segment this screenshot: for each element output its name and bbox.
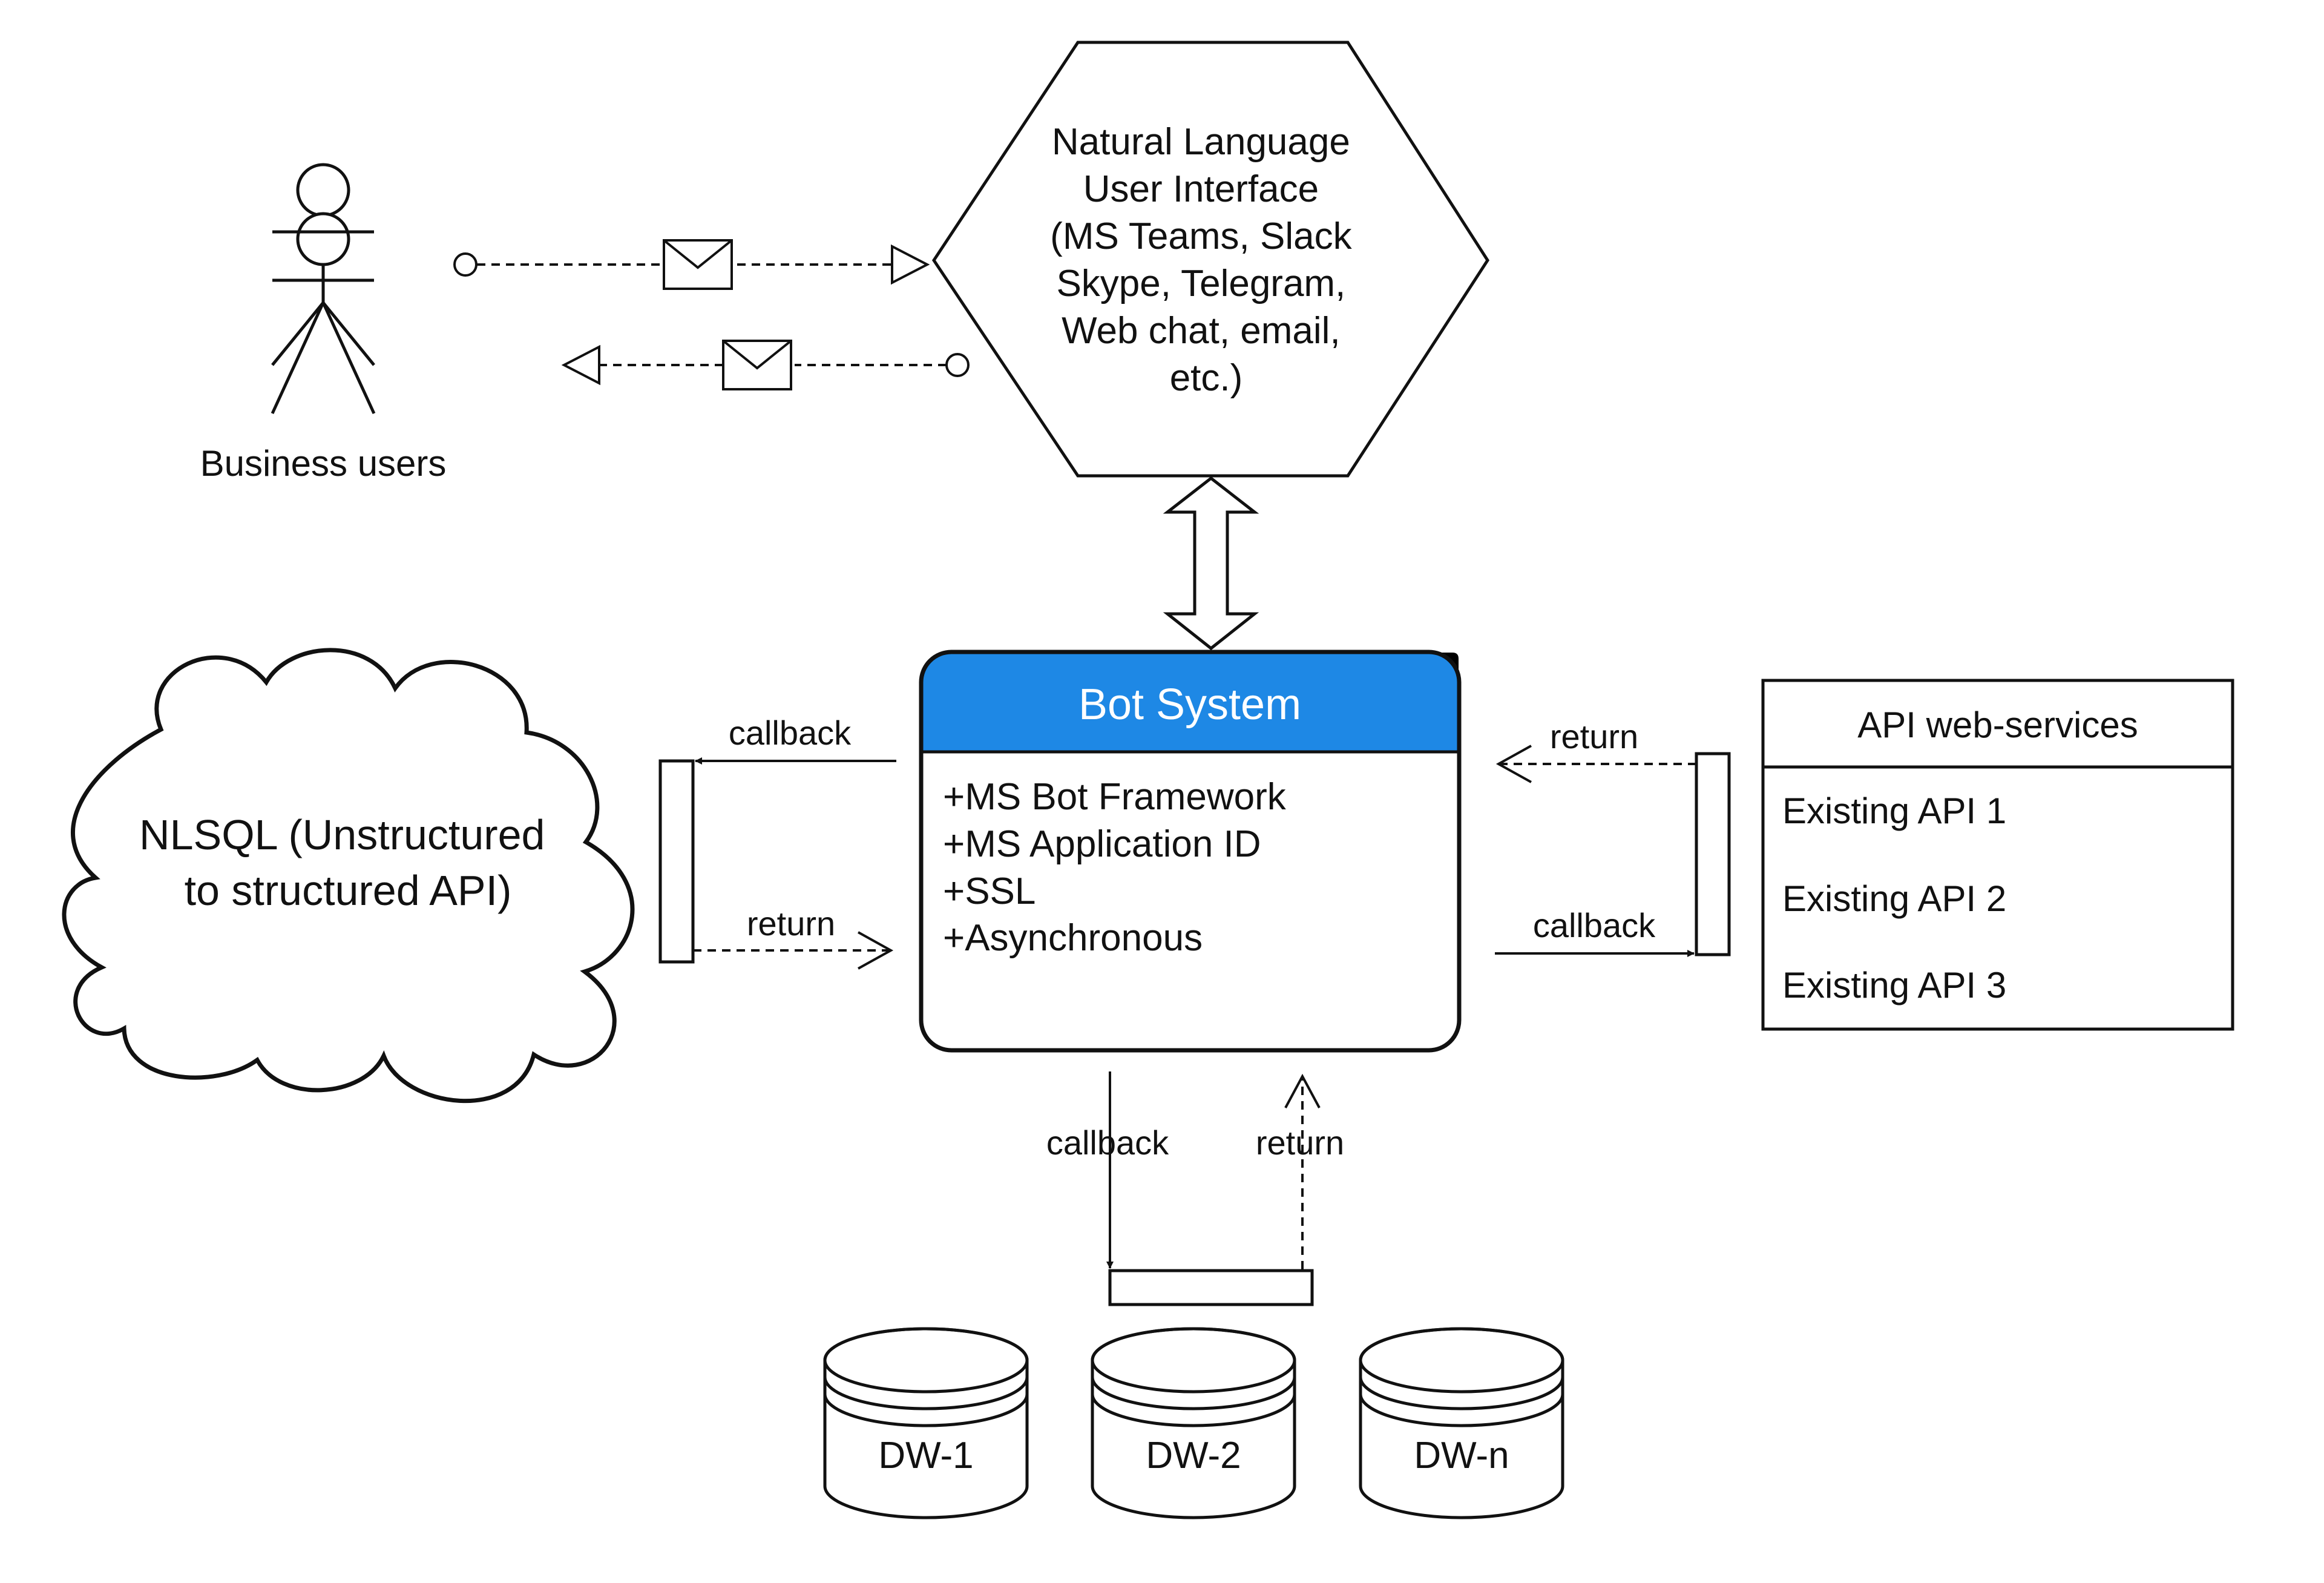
bidirectional-connector <box>1163 476 1259 651</box>
bot-item: +MS Bot Framework <box>943 776 1287 818</box>
envelope-icon <box>722 340 792 390</box>
api-title: API web-services <box>1857 705 2138 745</box>
bot-item: +Asynchronous <box>943 917 1203 959</box>
database-icon: DW-n <box>1359 1327 1564 1519</box>
envelope-icon <box>663 239 733 290</box>
nlsql-return-arrow <box>693 931 894 970</box>
database-icon: DW-2 <box>1091 1327 1296 1519</box>
database-icon: DW-1 <box>823 1327 1029 1519</box>
bot-border <box>919 650 1462 1053</box>
nlsql-callback-label: callback <box>729 714 852 752</box>
database-label: DW-2 <box>1146 1435 1241 1476</box>
api-item: Existing API 3 <box>1782 965 2006 1005</box>
api-box <box>1761 679 2234 1031</box>
api-callback-label: callback <box>1533 906 1656 944</box>
database-group: DW-1 DW-2 DW-n <box>823 1327 1564 1519</box>
dw-return-label: return <box>1256 1124 1344 1162</box>
nlsql-label: NLSQL (Unstructured to structured API) <box>139 811 557 914</box>
api-return-arrow <box>1495 745 1696 783</box>
database-label: DW-n <box>1414 1435 1509 1476</box>
api-item: Existing API 1 <box>1782 791 2006 831</box>
dw-activation-bar <box>1108 1269 1314 1306</box>
bot-item: +SSL <box>943 870 1036 912</box>
ui-label: Natural Language User Interface (MS Team… <box>1050 121 1362 399</box>
api-activation-bar <box>1695 752 1731 956</box>
ui-hexagon <box>931 41 1489 478</box>
cloud-shape <box>62 648 635 1104</box>
bot-header-fill <box>921 652 1459 752</box>
message-to-ui <box>453 239 930 290</box>
message-from-ui <box>561 340 970 390</box>
database-label: DW-1 <box>878 1435 973 1476</box>
bot-title: Bot System <box>1078 680 1301 729</box>
dw-callback-label: callback <box>1046 1124 1169 1162</box>
api-item: Existing API 2 <box>1782 878 2006 919</box>
actor-label: Business users <box>200 443 447 484</box>
nlsql-activation-bar <box>658 759 695 964</box>
nlsql-return-label: return <box>747 904 835 943</box>
actor-icon <box>271 163 376 415</box>
api-return-label: return <box>1550 717 1638 755</box>
dw-return-arrow <box>1284 1073 1321 1269</box>
bot-item: +MS Application ID <box>943 823 1261 865</box>
business-user-actor <box>271 163 376 415</box>
